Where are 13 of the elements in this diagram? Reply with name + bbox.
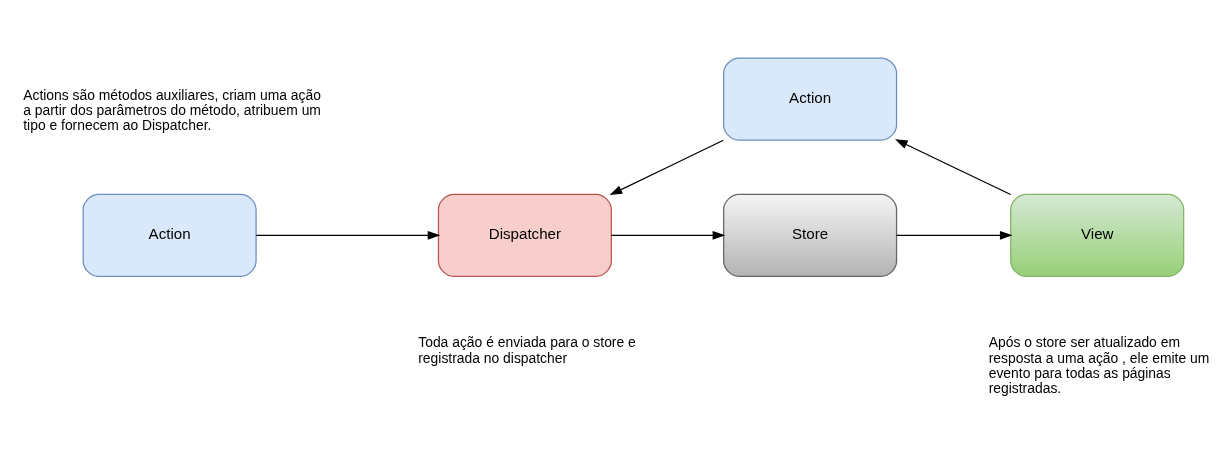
arrow [255,230,441,240]
arrow [895,139,1012,196]
label: Toda ação é enviada para o store e registrada no dispatcher [418,334,636,366]
node-box: Dispatcher [437,193,612,277]
node-box: Store [723,193,898,277]
label: Actions são métodos auxiliares, criam uma ação a partir dos parâmetros do método, atribuem um tipo e fornecem ao Dispatcher. [23,87,321,134]
node-box: Action [82,193,257,277]
arrow [610,230,726,240]
arrow [896,230,1013,240]
arrow [609,139,724,196]
node-box: Action [723,57,898,141]
node-box: View [1010,193,1185,277]
label: Após o store ser atualizado em resposta a uma ação , ele emite um evento para todas as páginas registradas. [988,334,1210,396]
